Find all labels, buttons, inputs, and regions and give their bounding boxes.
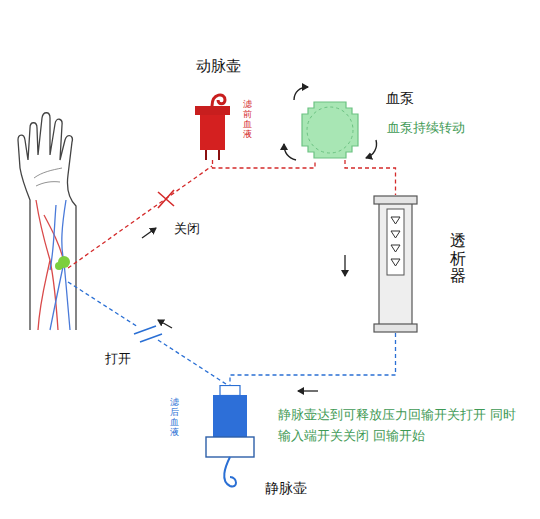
closed-clamp [158,190,174,208]
vertical-label: 滤前血液 [243,100,252,140]
artery-pot-shape [190,90,235,160]
blood-pump-shape [300,100,360,160]
tube-connector [213,160,316,168]
note-text: 静脉壶达到可释放压力回输开关打开 同时输入端开关关闭 回输开始 [278,405,523,447]
venous-line [68,282,138,327]
node-label: 血泵 [386,90,414,107]
vein-vessel [50,200,70,330]
dialyzer: 透析器 [368,192,478,337]
rotation-arrow [284,144,296,160]
rotation-arrow [294,87,308,100]
rotation-arrow [366,140,377,158]
switch-label: 打开 [105,350,131,368]
arm-outline [18,113,76,330]
tube-connector [230,333,396,385]
node-label: 动脉壶 [196,57,241,75]
flow-arrow [158,320,172,328]
node-label: 血泵持续转动 [387,120,465,136]
dialyzer-shape [373,195,418,333]
flow-arrow [344,255,345,276]
vertical-label: 透析器 [450,232,466,285]
venous-line [158,340,226,384]
flow-arrow [142,228,156,238]
flow-arrow [298,390,318,391]
open-clamp [134,326,162,342]
artery-pot: 动脉壶滤前血液 [185,55,265,165]
switch-label: 关闭 [174,220,200,238]
arterial-line [68,166,212,268]
palm-line [34,168,62,186]
blood-pump: 血泵血泵持续转动 [295,85,515,170]
vertical-label: 滤后血液 [170,398,179,438]
node-label: 静脉壶 [265,480,307,497]
vein-pot-shape [205,385,255,500]
tube-connector [345,160,396,195]
artery-vessel [36,200,64,330]
fistula [55,262,63,270]
